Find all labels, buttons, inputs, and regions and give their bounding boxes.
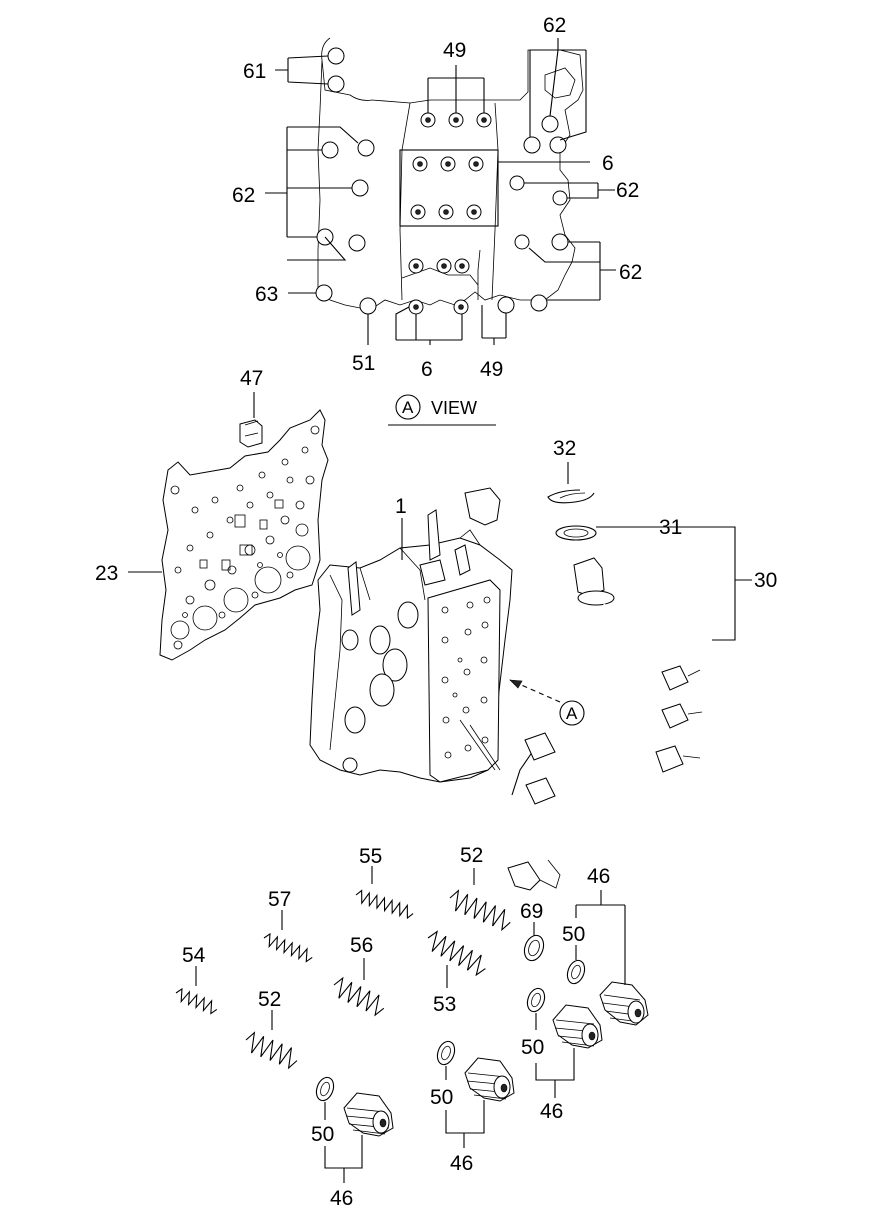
- part-1-valve-body: A: [309, 487, 585, 783]
- view-a-plate: A VIEW: [265, 37, 616, 426]
- callout-6-bottom: 6: [421, 358, 433, 381]
- callout-50-midright: 50: [521, 1036, 544, 1059]
- bolt-group-6-lower: [408, 258, 470, 315]
- callout-69: 69: [520, 900, 543, 923]
- callout-53: 53: [433, 993, 456, 1016]
- callout-63: 63: [255, 283, 278, 306]
- callout-30: 30: [754, 569, 777, 592]
- callout-46-center: 46: [450, 1152, 473, 1175]
- view-text: VIEW: [431, 398, 477, 418]
- callout-46-midright: 46: [540, 1100, 563, 1123]
- callout-62-left: 62: [232, 184, 255, 207]
- part-23-separator-plate: [128, 409, 329, 661]
- spring-56: [333, 958, 385, 1017]
- callout-62-lowright: 62: [619, 261, 642, 284]
- springs: [175, 866, 511, 1070]
- callout-61: 61: [243, 60, 266, 83]
- view-letter: A: [402, 398, 414, 417]
- callout-23: 23: [95, 562, 118, 585]
- spring-52-left: [245, 1010, 298, 1070]
- callout-52-top: 52: [460, 844, 483, 867]
- spring-53: [427, 930, 486, 988]
- view-label: A VIEW: [388, 394, 496, 426]
- callout-55: 55: [359, 845, 382, 868]
- arrow-marker: A: [566, 704, 578, 723]
- callout-32: 32: [553, 437, 576, 460]
- part-31-o-ring: [555, 525, 653, 541]
- solenoids: [343, 981, 649, 1137]
- callout-52-left: 52: [258, 988, 281, 1011]
- callout-57: 57: [268, 888, 291, 911]
- callout-46-right: 46: [587, 865, 610, 888]
- callout-46-left: 46: [330, 1187, 353, 1210]
- solenoid-46-left: [343, 1092, 394, 1137]
- callout-47: 47: [240, 367, 263, 390]
- callout-62-midright: 62: [616, 179, 639, 202]
- callout-50-left: 50: [311, 1123, 334, 1146]
- spring-57: [263, 910, 313, 963]
- bolt-group-49-top: [420, 112, 492, 128]
- callout-49-bottom: 49: [480, 358, 503, 381]
- bolt-group-6-upper: [410, 156, 484, 220]
- callout-49-top: 49: [443, 39, 466, 62]
- callout-31: 31: [659, 516, 682, 539]
- callout-56: 56: [350, 934, 373, 957]
- solenoid-46-midright: [552, 1004, 603, 1049]
- callout-1: 1: [395, 495, 407, 518]
- part-47-clip: [239, 392, 263, 448]
- callout-54: 54: [182, 944, 206, 967]
- solenoid-46-right: [599, 981, 649, 1026]
- part-32-snap-ring: [547, 462, 595, 504]
- callout-50-right: 50: [562, 923, 585, 946]
- callout-51: 51: [352, 352, 375, 375]
- spring-55: [355, 866, 414, 920]
- callout-50-center: 50: [430, 1086, 453, 1109]
- part-30-wiring-harness: [506, 526, 752, 891]
- spring-52-top: [449, 868, 511, 932]
- callout-62-topright: 62: [543, 14, 566, 37]
- callout-6-right: 6: [602, 152, 614, 175]
- leader-lines-bottom: [324, 890, 626, 1183]
- solenoid-46-center: [464, 1057, 515, 1102]
- spring-54: [175, 966, 218, 1015]
- callout-labels: 61 49 62 6 62 62 62 63 51 6 49 47 32 31 …: [95, 14, 777, 1210]
- leader-lines-top: [265, 38, 616, 345]
- washers: [315, 934, 586, 1102]
